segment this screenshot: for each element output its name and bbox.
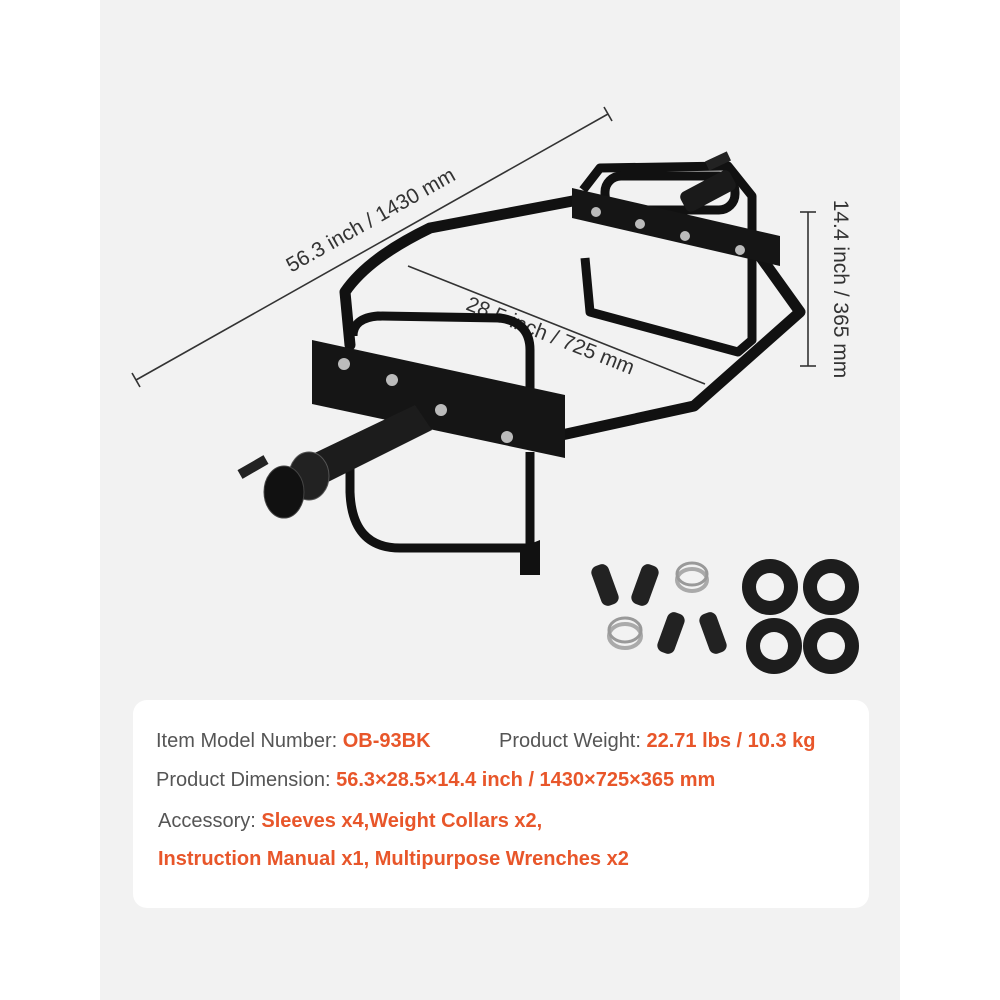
product-dimension-value: 56.3×28.5×14.4 inch / 1430×725×365 mm [336,769,716,791]
height-dimension-line [800,211,816,367]
front-handle-assembly [237,311,565,575]
accessory-value-line-2: Instruction Manual x1, Multipurpose Wren… [158,848,629,870]
accessory-value-line-1: Sleeves x4,Weight Collars x2, [261,810,543,832]
inner-width-dimension-label: 28.5 inch / 725 mm [463,293,638,380]
accessory-label: Accessory: [158,810,262,832]
hex-bar-frame [339,194,806,444]
sleeve-ring-icon [742,559,859,674]
model-number-value: OB-93BK [342,730,431,752]
product-weight-row: Product Weight: 22.71 lbs / 10.3 kg [499,730,815,753]
height-dimension-label: 14.4 inch / 365 mm [829,200,852,379]
spec-card: Item Model Number: OB-93BK Product Weigh… [133,700,869,908]
product-weight-label: Product Weight: [499,730,647,752]
back-handle-assembly [572,151,780,357]
length-dimension-line [131,106,613,388]
spring-collar-icon [591,561,727,654]
model-number-label: Item Model Number: [156,730,343,752]
accessory-row: Accessory: Sleeves x4,Weight Collars x2, [158,810,542,833]
model-number-row: Item Model Number: OB-93BK [156,730,431,753]
product-dimension-row: Product Dimension: 56.3×28.5×14.4 inch /… [156,769,715,792]
product-weight-value: 22.71 lbs / 10.3 kg [646,730,816,752]
inner-width-dimension-line [407,265,706,385]
product-dimension-label: Product Dimension: [156,769,337,791]
accessory-row-2: Instruction Manual x1, Multipurpose Wren… [158,848,629,871]
